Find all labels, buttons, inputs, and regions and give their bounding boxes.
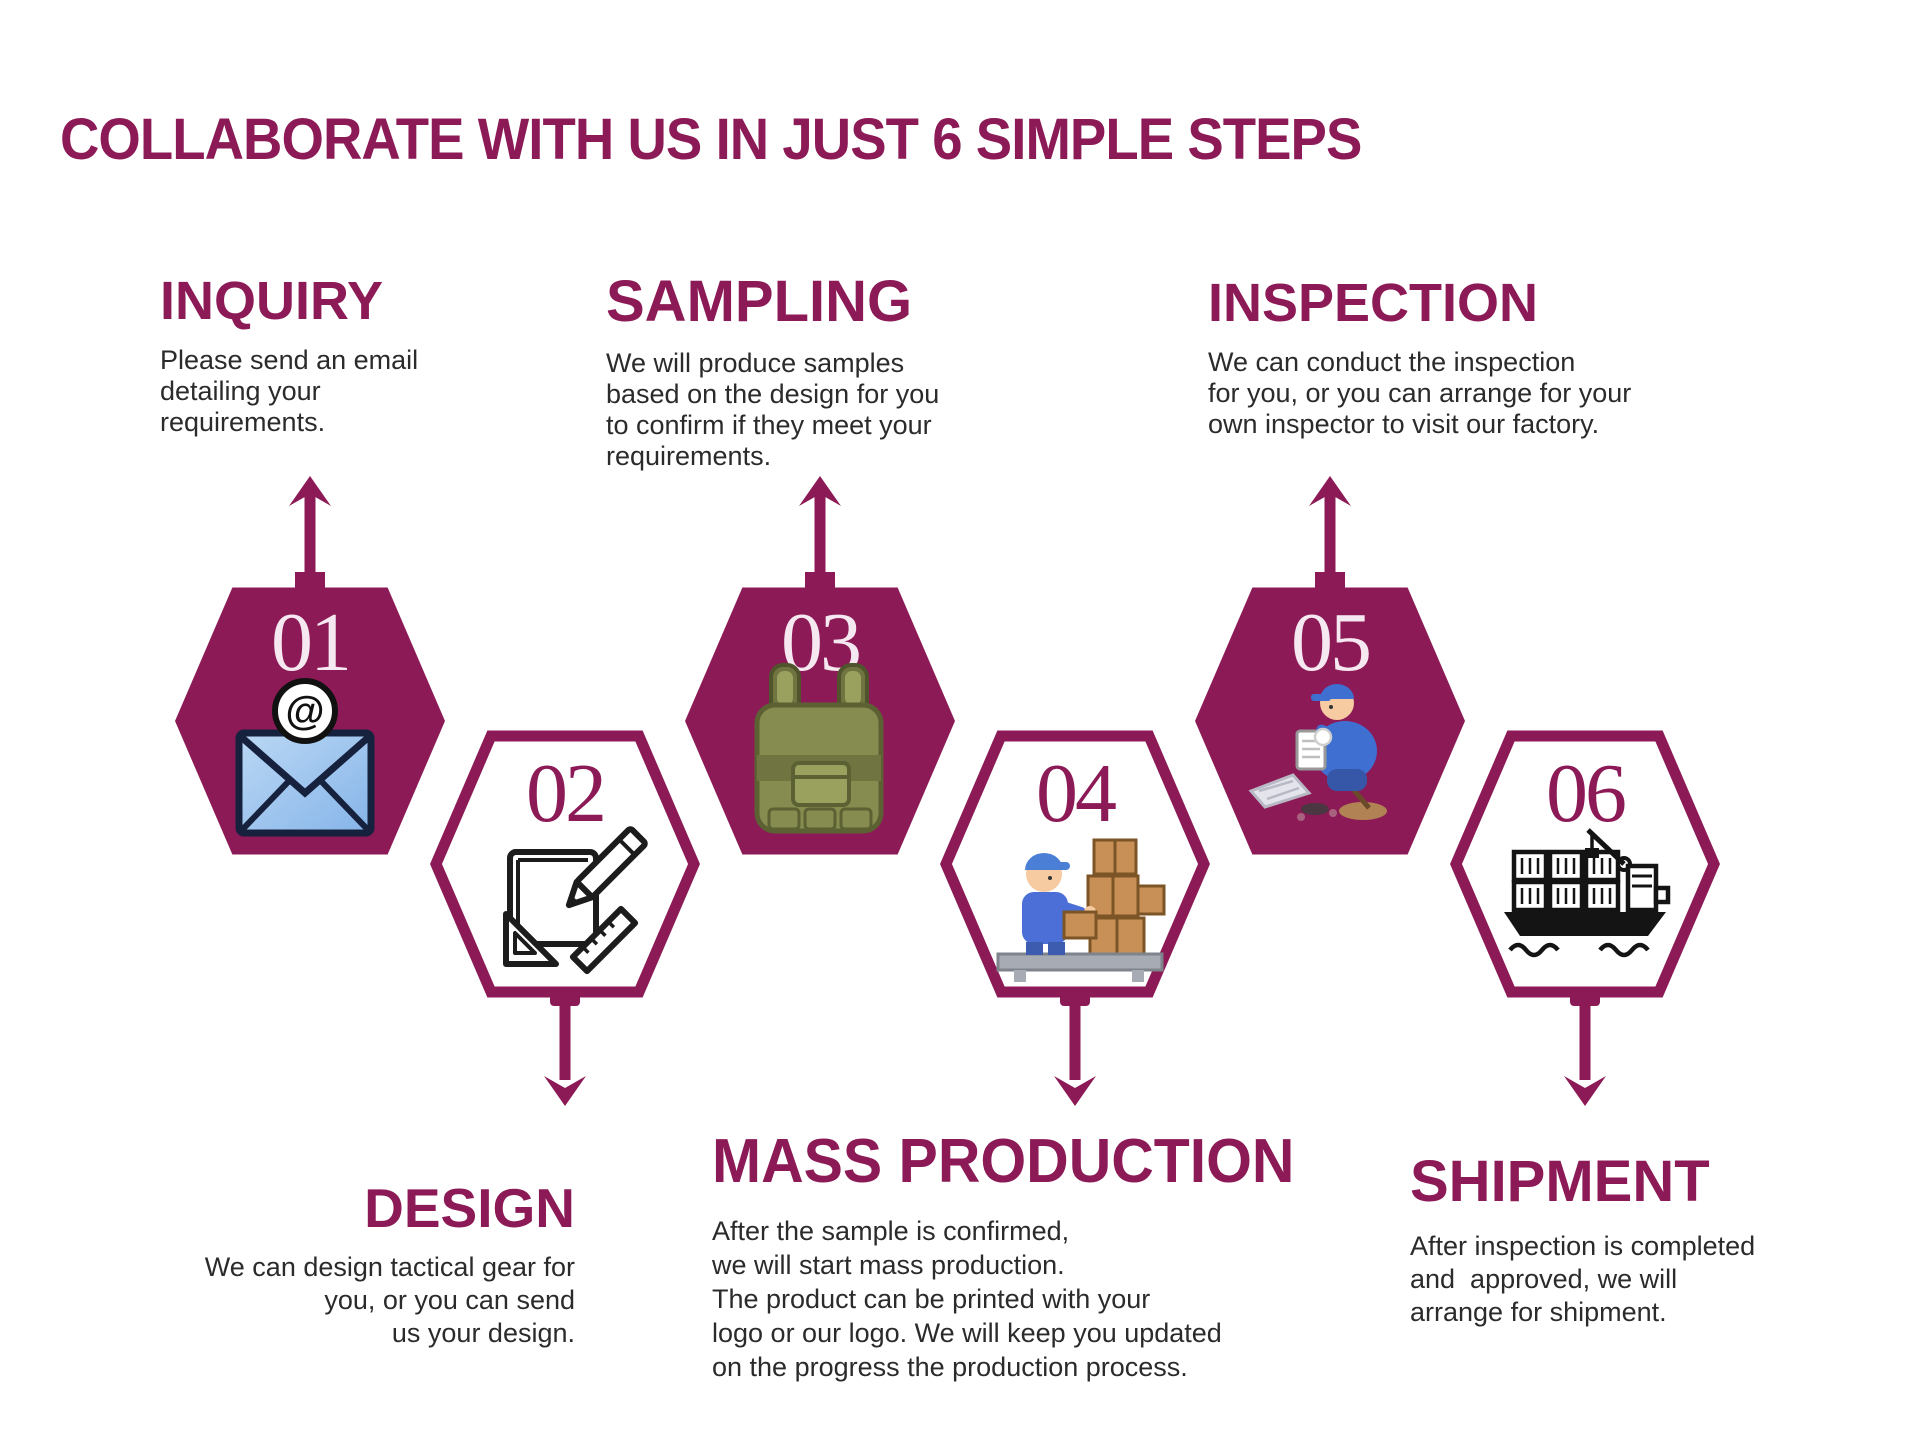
step-title-inquiry: INQUIRY <box>160 271 384 331</box>
up-arrow-step3 <box>799 476 841 590</box>
email-icon: @ <box>235 678 375 837</box>
step-description-design: We can design tactical gear for you, or … <box>204 1251 575 1348</box>
step-description-mass-production: After the sample is confirmed, we will s… <box>712 1216 1222 1383</box>
up-arrow-step1 <box>289 476 331 590</box>
step-title-shipment: SHIPMENT <box>1410 1149 1710 1214</box>
step-title-mass-production: MASS PRODUCTION <box>712 1127 1295 1196</box>
step-text-design: DESIGN We can design tactical gear for y… <box>95 1178 575 1350</box>
step-description-sampling: We will produce samples based on the des… <box>606 347 940 471</box>
inspector-icon <box>1248 684 1387 821</box>
tactical-vest-icon <box>754 663 884 834</box>
step-title-sampling: SAMPLING <box>606 269 913 334</box>
step-number: 05 <box>1291 596 1372 689</box>
step-description-inspection: We can conduct the inspection for you, o… <box>1208 347 1632 440</box>
step-number: 01 <box>271 596 352 689</box>
hexagon-step-01: 01 @ <box>175 585 445 857</box>
cargo-ship-icon <box>1504 828 1671 958</box>
hexagon-step-02: 02 <box>430 728 700 1000</box>
step-number: 02 <box>526 747 607 840</box>
step-title-design: DESIGN <box>364 1177 575 1239</box>
up-arrow-step5 <box>1309 476 1351 590</box>
hexagon-step-04: 04 <box>940 728 1210 1000</box>
svg-text:@: @ <box>285 689 324 733</box>
step-text-inspection: INSPECTION We can conduct the inspection… <box>1208 273 1632 440</box>
step-description-inquiry: Please send an email detailing your requ… <box>160 345 419 438</box>
hexagon-step-05: 05 <box>1195 585 1465 857</box>
step-description-shipment: After inspection is completed and approv… <box>1410 1230 1756 1327</box>
hexagon-step-06: 06 <box>1450 728 1720 1000</box>
step-text-inquiry: INQUIRY Please send an email detailing y… <box>160 271 419 438</box>
design-sketch-icon <box>503 826 648 975</box>
worker-packing-icon <box>996 838 1166 982</box>
step-number: 04 <box>1036 747 1117 840</box>
step-text-shipment: SHIPMENT After inspection is completed a… <box>1410 1150 1755 1329</box>
step-title-inspection: INSPECTION <box>1208 273 1539 333</box>
step-text-sampling: SAMPLING We will produce samples based o… <box>606 270 939 472</box>
page-title: COLLABORATE WITH US IN JUST 6 SIMPLE STE… <box>60 107 1362 172</box>
step-text-mass-production: MASS PRODUCTION After the sample is conf… <box>712 1127 1325 1384</box>
step-number: 06 <box>1546 747 1627 840</box>
hexagon-step-03: 03 <box>685 585 955 857</box>
